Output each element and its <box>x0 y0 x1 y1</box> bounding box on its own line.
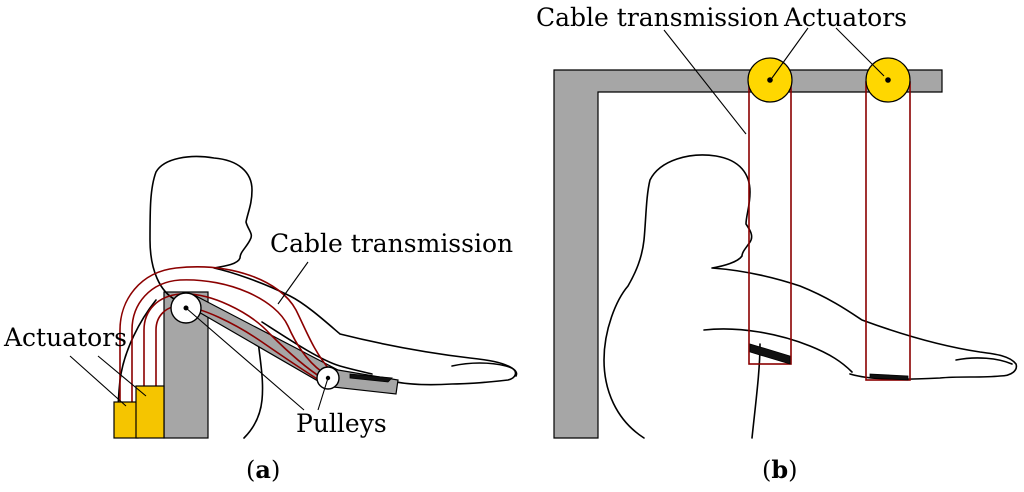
label-pulleys-a: Pulleys <box>296 409 387 438</box>
leader-cable-b <box>663 29 747 135</box>
cable-a-4 <box>155 305 323 388</box>
overhead-frame <box>553 69 943 439</box>
label-cable-transmission-a: Cable transmission <box>270 229 513 258</box>
cable-b-elbow <box>865 81 911 381</box>
actuator-a-back <box>113 401 139 439</box>
panel-b: Cable transmission Actuators (b) <box>536 3 1018 484</box>
cable-a-1 <box>119 266 331 412</box>
label-cable-transmission-b: Cable transmission <box>536 3 779 32</box>
human-chest-outline-b <box>751 343 761 439</box>
caption-a: (a) <box>246 455 280 484</box>
leader-actuators-a-2 <box>97 355 147 397</box>
cable-b-shoulder <box>748 81 792 365</box>
leader-pulleys-a-2 <box>317 377 329 411</box>
human-arm-lower-outline <box>261 321 373 375</box>
leader-actuators-b-2 <box>835 27 885 77</box>
label-actuators-a: Actuators <box>3 323 127 352</box>
human-arm-lower-outline-b <box>703 328 853 373</box>
leader-actuators-b-1 <box>771 27 809 79</box>
human-hand-outline-b <box>955 357 1013 365</box>
actuator-b-shoulder-axle <box>767 77 773 83</box>
human-outline-b <box>603 154 1018 439</box>
label-actuators-b: Actuators <box>783 3 907 32</box>
human-chest-outline <box>243 339 264 439</box>
leader-pulleys-a-1 <box>185 307 305 411</box>
human-hand-outline <box>451 362 518 377</box>
leader-cable-a <box>277 261 309 305</box>
forearm-pad-b <box>869 373 909 381</box>
panel-a: Cable transmission Actuators Pulleys (a) <box>3 155 518 484</box>
human-head-torso-outline <box>149 155 517 386</box>
forearm-pad <box>349 373 393 383</box>
caption-b: (b) <box>762 455 798 484</box>
cable-a-2 <box>131 279 323 412</box>
leader-actuators-a-1 <box>69 355 127 407</box>
actuator-b-elbow-axle <box>885 77 891 83</box>
actuator-a-front <box>135 385 165 439</box>
cable-a-3 <box>143 293 323 388</box>
upper-arm-pad-b <box>749 343 791 365</box>
